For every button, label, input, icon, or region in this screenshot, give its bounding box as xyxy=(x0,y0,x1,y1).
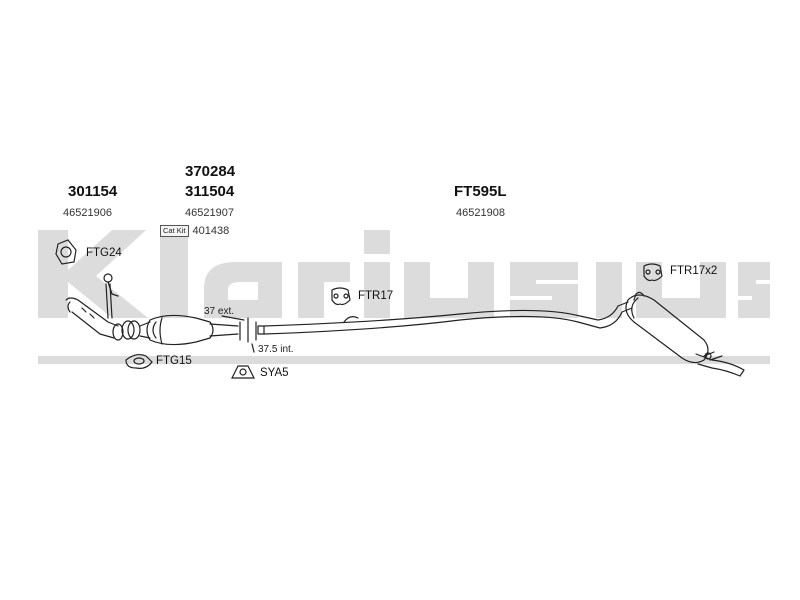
joint-drawing xyxy=(221,315,265,353)
middle-pipe-drawing xyxy=(263,291,645,335)
part-number-301154: 301154 xyxy=(68,183,118,200)
watermark-underline xyxy=(38,356,770,364)
rear-silencer-drawing xyxy=(625,294,745,377)
front-pipe-drawing xyxy=(65,273,141,341)
fitting-label-sya5: SYA5 xyxy=(260,367,289,379)
ftr17-hanger-icon xyxy=(331,287,351,306)
oem-number-46521906: 46521906 xyxy=(63,207,112,219)
dimension-int: 37.5 int. xyxy=(258,344,294,355)
part-number-ft595l: FT595L xyxy=(454,183,507,200)
sya5-clamp-icon xyxy=(231,365,255,379)
cat-kit-row: Cat Kit 401438 xyxy=(160,225,229,237)
ftr17x2-hanger-icon xyxy=(643,263,663,282)
watermark-logo xyxy=(38,230,770,318)
oem-number-46521907: 46521907 xyxy=(185,207,234,219)
cat-kit-tag: Cat Kit xyxy=(160,225,189,237)
fitting-label-ftr17: FTR17 xyxy=(358,290,394,302)
ftg24-gasket-icon xyxy=(55,239,77,265)
oem-number-46521908: 46521908 xyxy=(456,207,505,219)
fitting-label-ftg15: FTG15 xyxy=(156,355,192,367)
ftg15-gasket-icon xyxy=(125,354,153,369)
fitting-label-ftg24: FTG24 xyxy=(86,247,122,259)
part-number-311504: 311504 xyxy=(185,183,235,200)
dimension-ext: 37 ext. xyxy=(204,306,235,317)
catalyst-drawing xyxy=(139,314,239,346)
cat-kit-number: 401438 xyxy=(192,225,230,237)
fitting-label-ftr17x2: FTR17x2 xyxy=(670,265,718,277)
part-number-370284: 370284 xyxy=(185,163,236,180)
